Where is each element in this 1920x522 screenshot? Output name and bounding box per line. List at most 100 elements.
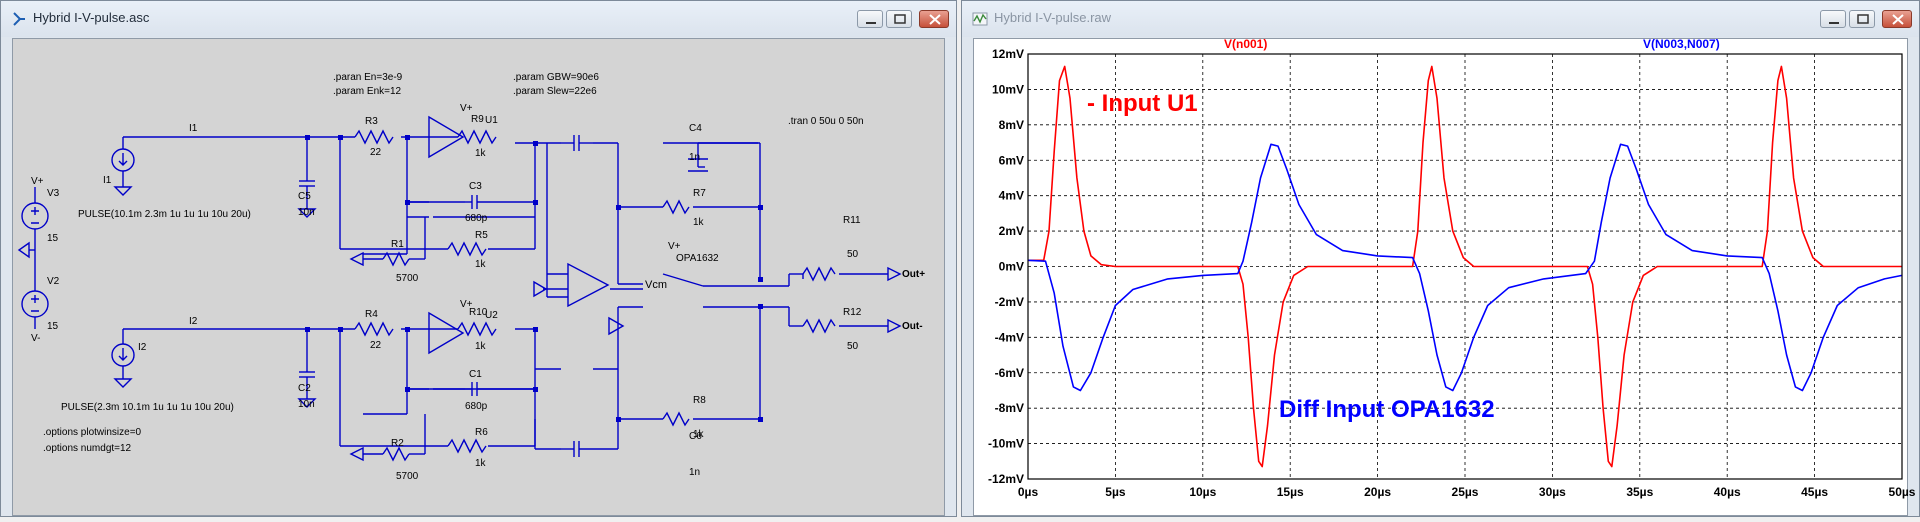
resistor-r9[interactable] <box>457 129 497 145</box>
resistors <box>354 129 836 454</box>
resistor-r8[interactable] <box>662 411 690 427</box>
capacitor-c1[interactable] <box>407 382 535 396</box>
trace-label-red[interactable]: V(n001) <box>1224 37 1267 51</box>
waveform-plot[interactable]: 12mV10mV8mV6mV4mV2mV0mV-2mV-4mV-6mV-8mV-… <box>974 37 1916 517</box>
c6-value: 1n <box>689 467 700 478</box>
y-tick-label: 6mV <box>999 153 1024 167</box>
r8-name: R8 <box>693 395 706 406</box>
c5-name: C5 <box>298 191 311 202</box>
u1-label: U1 <box>485 115 498 126</box>
x-tick-label: 50µs <box>1889 485 1916 499</box>
r1-value: 5700 <box>396 273 419 284</box>
r5-value: 1k <box>475 259 487 270</box>
c2-name: C2 <box>298 383 311 394</box>
y-tick-label: -4mV <box>995 330 1024 344</box>
u2-vplus: V+ <box>460 299 473 310</box>
capacitor-c4[interactable] <box>561 135 593 151</box>
resistor-r10[interactable] <box>457 321 497 337</box>
ground-c2 <box>297 398 317 408</box>
c3-name: C3 <box>469 181 482 192</box>
current-source-i2[interactable] <box>111 343 135 367</box>
resistor-r11[interactable] <box>802 266 836 282</box>
resistor-r7[interactable] <box>662 199 690 215</box>
plot-traces <box>1027 65 1903 468</box>
out-plus-label[interactable]: Out+ <box>902 269 925 280</box>
directive-numdgt[interactable]: .options numdgt=12 <box>43 443 132 454</box>
resistor-r4[interactable] <box>354 321 394 337</box>
minimize-icon <box>1829 22 1839 24</box>
r7-name: R7 <box>693 188 706 199</box>
r2-name: R2 <box>391 438 404 449</box>
resistor-r6[interactable] <box>447 438 487 454</box>
r6-name: R6 <box>475 427 488 438</box>
source-i1-value: PULSE(10.1m 2.3m 1u 1u 1u 10u 20u) <box>78 209 251 220</box>
vcm-label: Vcm <box>645 279 667 291</box>
trace-v-n001[interactable] <box>1028 65 1902 468</box>
x-tick-label: 10µs <box>1189 485 1216 499</box>
capacitor-c6[interactable] <box>534 419 619 457</box>
directive-plotwinsize[interactable]: .options plotwinsize=0 <box>43 427 142 438</box>
directive-tran[interactable]: .tran 0 50u 0 50n <box>788 116 864 127</box>
directive-paran-en[interactable]: .paran En=3e-9 <box>333 72 403 83</box>
ltspice-app-icon <box>13 12 25 26</box>
c3-value: 680p <box>465 213 488 224</box>
opamp-u1[interactable] <box>428 115 465 159</box>
ground-i2 <box>113 378 133 388</box>
ground-c5 <box>297 208 317 218</box>
r10-name: R10 <box>469 307 488 318</box>
trace-v-n003-n007[interactable] <box>1027 143 1903 392</box>
plot-frame <box>1027 53 1903 480</box>
vcm-port <box>533 280 548 298</box>
schematic-window-title: Hybrid I-V-pulse.asc <box>33 10 150 25</box>
y-tick-label: -2mV <box>995 295 1024 309</box>
minimize-button[interactable] <box>857 10 883 28</box>
out-minus-port[interactable] <box>887 318 902 334</box>
resistor-r2[interactable] <box>382 446 410 462</box>
source-v3-name: V3 <box>47 188 60 199</box>
capacitor-c3[interactable] <box>407 195 535 209</box>
opamp-u2[interactable] <box>428 311 465 355</box>
minimize-button[interactable] <box>1820 10 1846 28</box>
maximize-button[interactable] <box>1849 10 1875 28</box>
supply-vplus-label: V+ <box>31 176 44 187</box>
voltage-source-v3[interactable] <box>21 202 49 230</box>
source-i2-value: PULSE(2.3m 10.1m 1u 1u 1u 10u 20u) <box>61 402 234 413</box>
trace-label-blue[interactable]: V(N003,N007) <box>1643 37 1720 51</box>
close-button[interactable] <box>919 10 949 28</box>
directive-param-enk[interactable]: .param Enk=12 <box>333 86 402 97</box>
y-axis-ticks: 12mV10mV8mV6mV4mV2mV0mV-2mV-4mV-6mV-8mV-… <box>988 47 1024 486</box>
r12-name: R12 <box>843 307 862 318</box>
schematic-titlebar[interactable]: Hybrid I-V-pulse.asc <box>1 1 956 37</box>
resistor-r1[interactable] <box>382 251 410 267</box>
resistor-r3[interactable] <box>354 129 394 145</box>
x-tick-label: 20µs <box>1364 485 1391 499</box>
out-plus-port[interactable] <box>887 266 902 282</box>
r11-name: R11 <box>843 215 861 226</box>
close-button[interactable] <box>1882 10 1912 28</box>
waveform-titlebar[interactable]: Hybrid I-V-pulse.raw <box>962 1 1919 37</box>
c2-value: 10n <box>298 399 315 410</box>
maximize-button[interactable] <box>886 10 912 28</box>
voltage-source-v2[interactable] <box>21 290 49 318</box>
out-minus-label[interactable]: Out- <box>902 321 923 332</box>
y-tick-label: 12mV <box>992 47 1024 61</box>
r7-value: 1k <box>693 217 705 228</box>
r9-value: 1k <box>475 148 487 159</box>
r9-name: R9 <box>471 114 484 125</box>
net-label-i2: I2 <box>189 316 198 327</box>
directive-param-gbw[interactable]: .param GBW=90e6 <box>513 72 599 83</box>
y-tick-label: 2mV <box>999 224 1024 238</box>
ground-r1 <box>349 251 364 267</box>
opamp-opa1632[interactable] <box>567 262 610 308</box>
schematic-canvas[interactable]: .paran En=3e-9 .param Enk=12 .param GBW=… <box>12 38 945 516</box>
source-v2-name: V2 <box>47 276 60 287</box>
annotation-diff-input: Diff Input OPA1632 <box>1279 396 1495 423</box>
directive-param-slew[interactable]: .param Slew=22e6 <box>513 86 597 97</box>
resistor-r12[interactable] <box>802 318 836 334</box>
opa-vplus: V+ <box>668 241 681 252</box>
close-icon <box>1892 14 1904 25</box>
resistor-r5[interactable] <box>447 241 487 257</box>
current-source-i1[interactable] <box>111 148 135 172</box>
